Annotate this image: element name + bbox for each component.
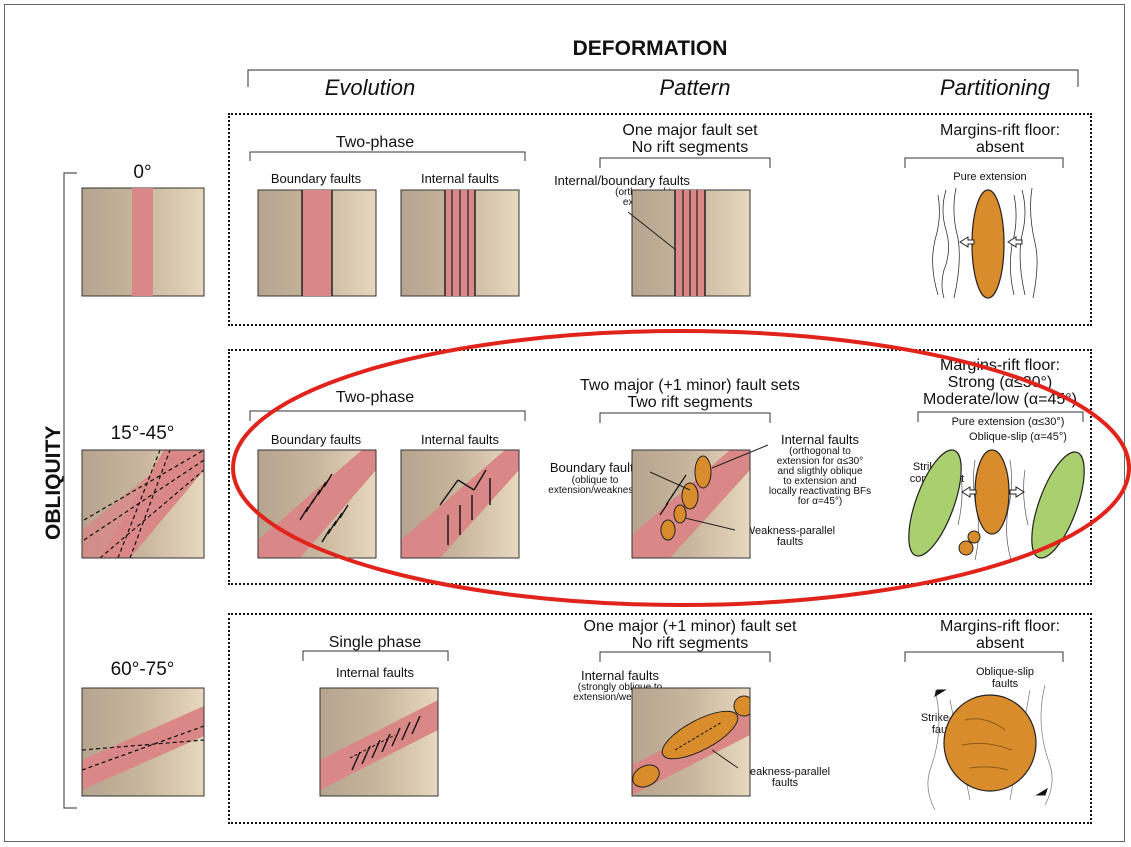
- row0-boundary-panel: [258, 190, 376, 296]
- row0-partitioning-sketch: [933, 188, 1037, 298]
- row1-obliquity-panel: [82, 430, 204, 558]
- row0-internal-panel: [401, 190, 519, 296]
- row1-pattern-bracket: [600, 413, 770, 423]
- deformation-bracket: [248, 70, 1078, 87]
- row0-part-bracket: [905, 158, 1063, 168]
- row0-pattern-bracket: [600, 158, 770, 168]
- row1-boundary-panel: [258, 450, 376, 558]
- row2-pattern-bracket: [600, 652, 770, 662]
- row1-pattern-panel: [632, 450, 750, 558]
- row1-evo-bracket: [250, 411, 525, 421]
- row2-pattern-panel: [629, 688, 754, 796]
- row1-partitioning-sketch: [898, 444, 1095, 564]
- row2-internal-panel: [320, 688, 438, 796]
- row2-partitioning-sketch: [928, 685, 1052, 810]
- row2-part-bracket: [905, 652, 1063, 662]
- row1-internal-panel: [401, 450, 519, 558]
- row0-evo-bracket: [250, 152, 525, 161]
- row2-obliquity-panel: [82, 688, 204, 796]
- row1-part-bracket: [918, 412, 1083, 422]
- row0-obliquity-panel: [82, 188, 204, 296]
- obliquity-bracket: [64, 173, 77, 808]
- row2-evo-bracket: [303, 651, 448, 661]
- row0-pattern-panel: [628, 190, 750, 296]
